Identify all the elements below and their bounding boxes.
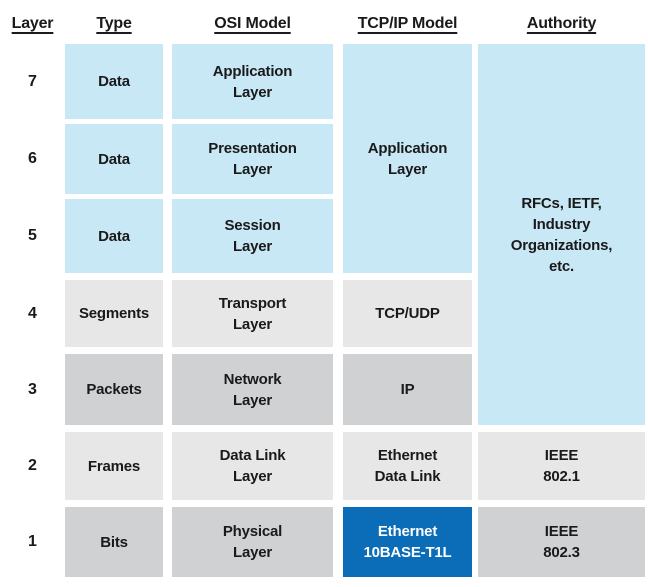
- tcpip-cell-application-merged: Application Layer: [343, 44, 472, 273]
- type-cell-layer2: Frames: [65, 432, 163, 500]
- tcpip-cell-ip: IP: [343, 354, 472, 425]
- tcpip-cell-tcp-udp: TCP/UDP: [343, 280, 472, 347]
- type-cell-layer5: Data: [65, 199, 163, 273]
- osi-cell-application: Application Layer: [172, 44, 333, 119]
- layer-number-2: 2: [28, 457, 37, 474]
- type-cell-layer3: Packets: [65, 354, 163, 425]
- layer-number-1: 1: [28, 533, 37, 550]
- layer-number-3: 3: [28, 380, 37, 398]
- type-cell-layer1: Bits: [65, 507, 163, 577]
- authority-cell-rfcs-merged: RFCs, IETF, Industry Organizations, etc.: [478, 44, 645, 425]
- type-cell-layer6: Data: [65, 124, 163, 194]
- column-header-tcpip-model: TCP/IP Model: [357, 15, 458, 32]
- type-cell-layer4: Segments: [65, 280, 163, 347]
- tcpip-cell-ethernet-10base-t1l-highlight: Ethernet 10BASE-T1L: [343, 507, 472, 577]
- layer-number-7: 7: [28, 72, 37, 90]
- osi-cell-transport: Transport Layer: [172, 280, 333, 347]
- layer-number-4: 4: [28, 304, 37, 322]
- column-header-authority: Authority: [526, 15, 597, 32]
- tcpip-cell-ethernet-data-link: Ethernet Data Link: [343, 432, 472, 500]
- authority-cell-ieee-802-3: IEEE 802.3: [478, 507, 645, 577]
- osi-cell-network: Network Layer: [172, 354, 333, 425]
- column-header-layer: Layer: [11, 15, 54, 32]
- layer-number-5: 5: [28, 227, 37, 244]
- osi-cell-session: Session Layer: [172, 199, 333, 273]
- osi-cell-presentation: Presentation Layer: [172, 124, 333, 194]
- type-cell-layer7: Data: [65, 44, 163, 119]
- column-header-osi-model: OSI Model: [214, 15, 291, 32]
- osi-cell-data-link: Data Link Layer: [172, 432, 333, 500]
- column-header-type: Type: [96, 15, 132, 32]
- layer-number-6: 6: [28, 150, 37, 167]
- osi-cell-physical: Physical Layer: [172, 507, 333, 577]
- authority-cell-ieee-802-1: IEEE 802.1: [478, 432, 645, 500]
